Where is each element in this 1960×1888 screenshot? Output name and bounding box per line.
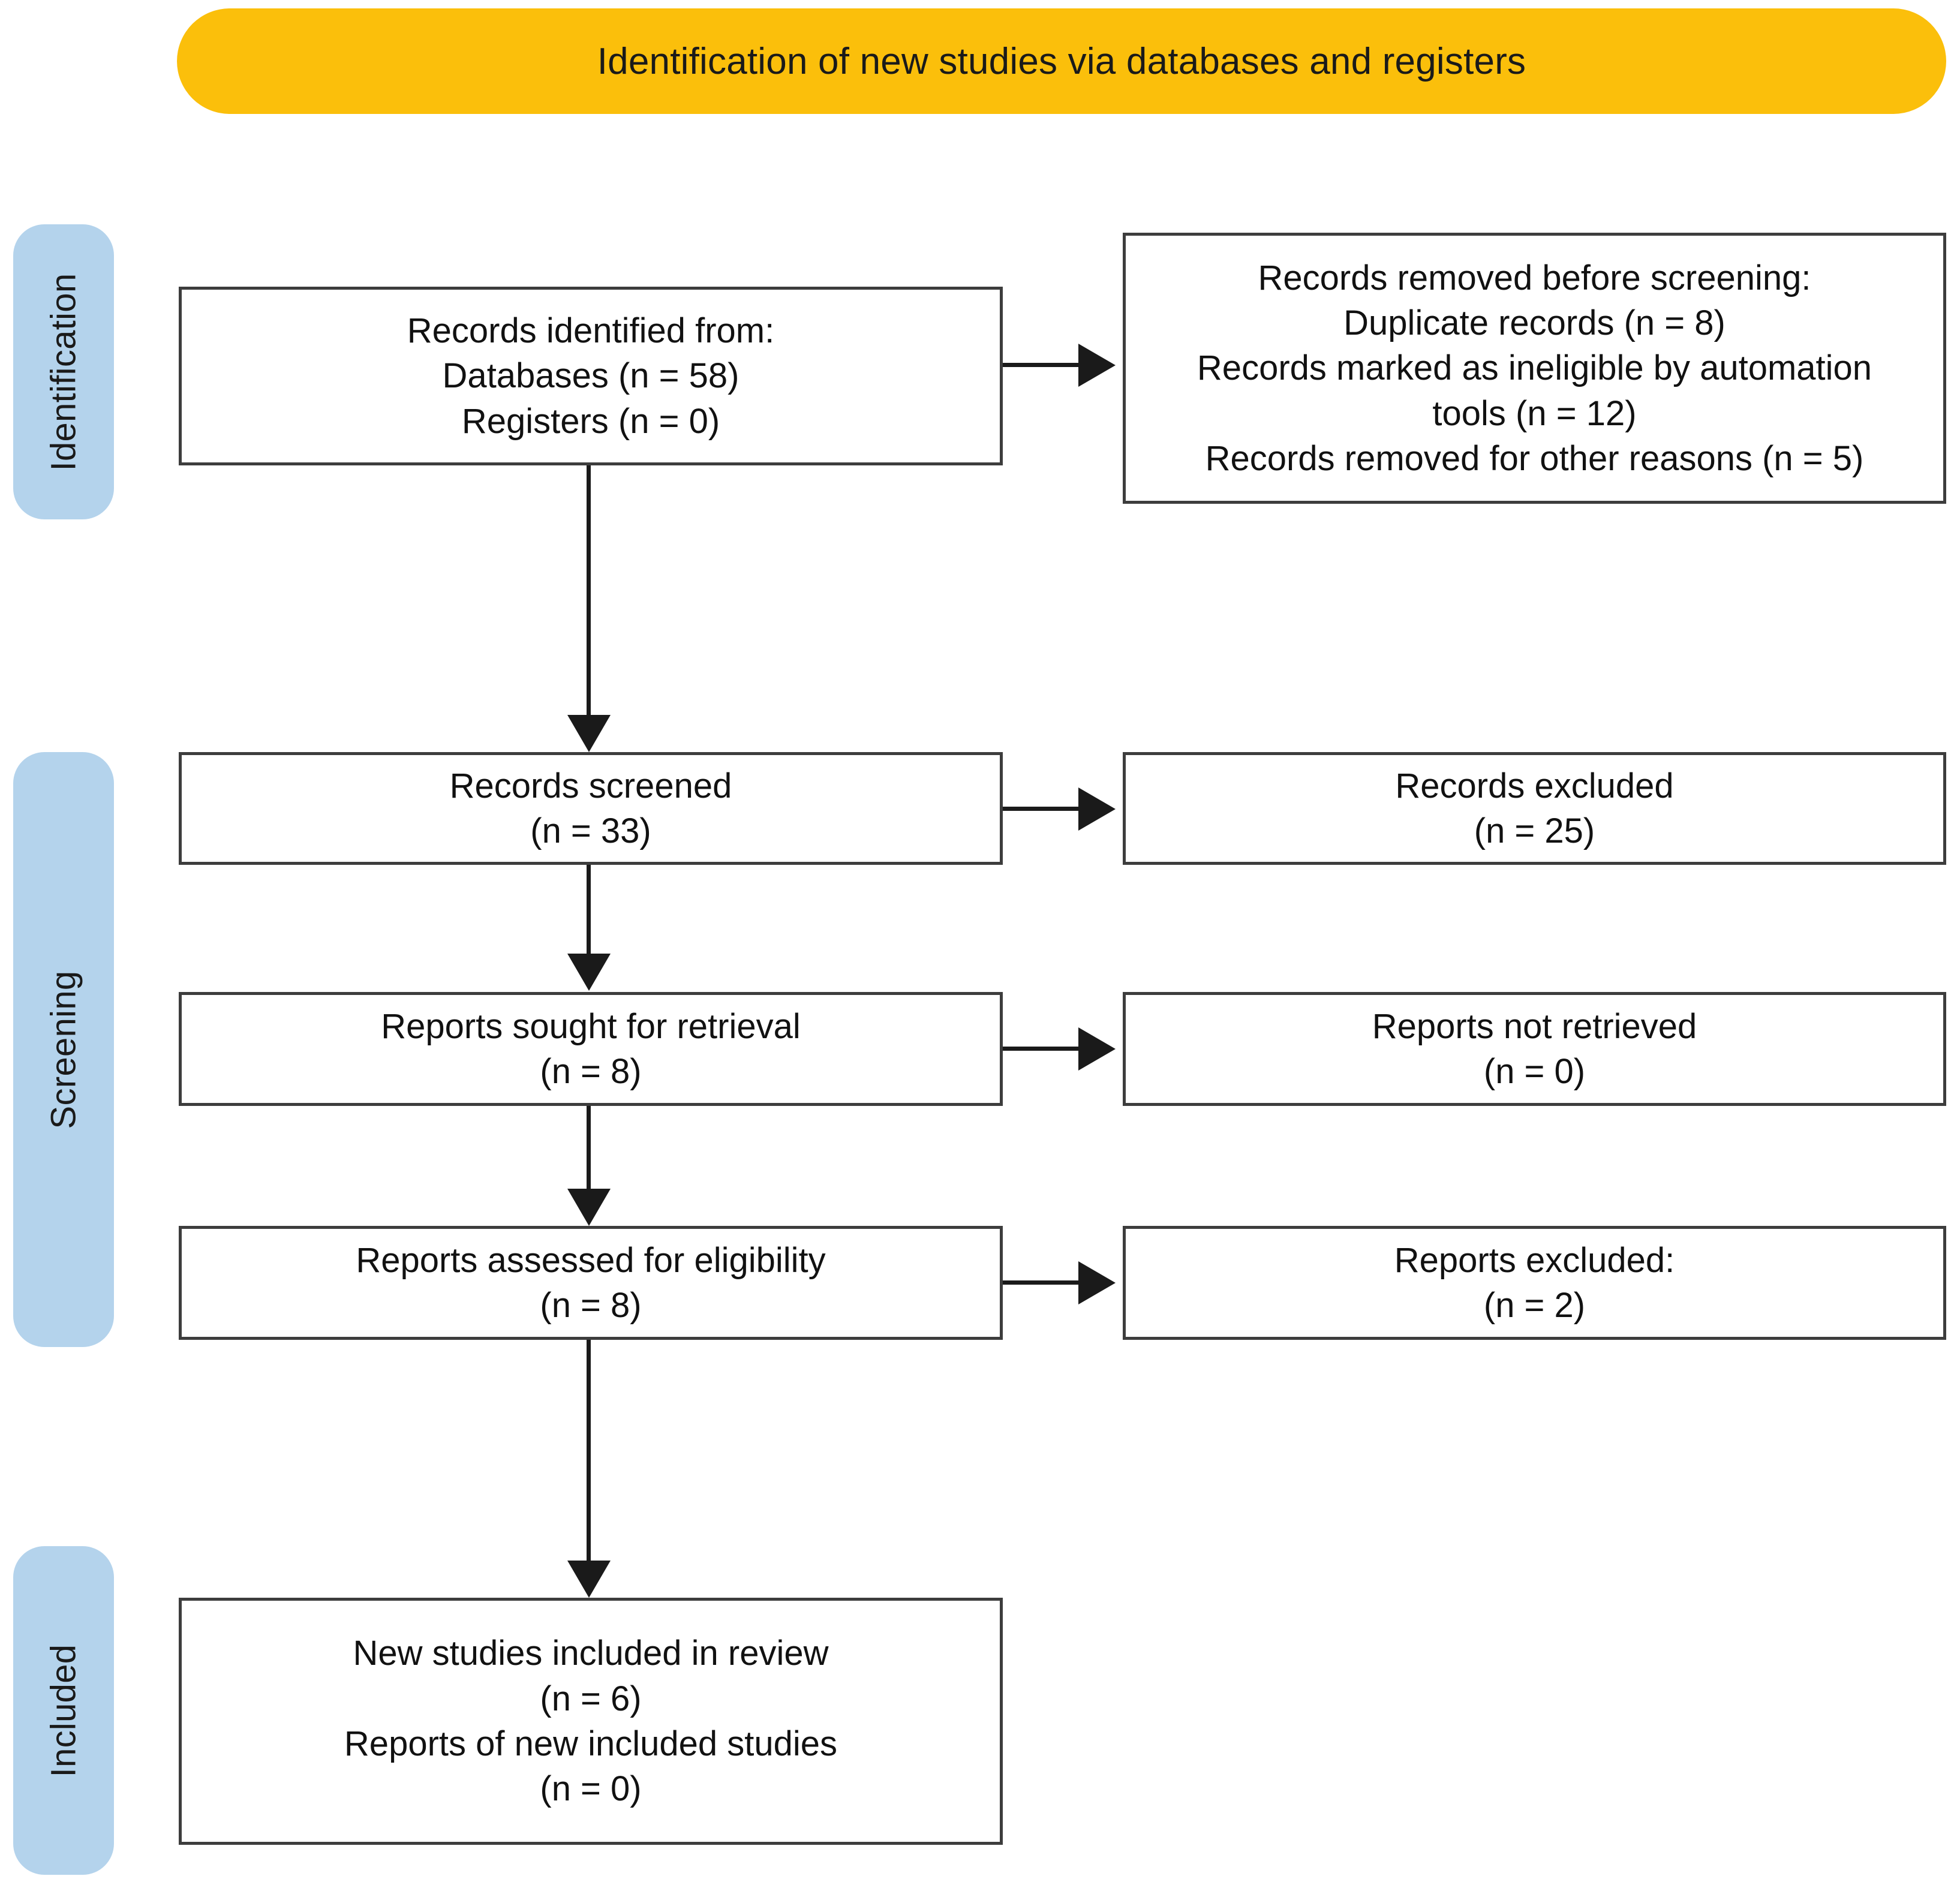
box-line: (n = 25) — [1474, 811, 1595, 850]
box-records-removed-before-screening: Records removed before screening: Duplic… — [1123, 233, 1946, 504]
stage-label-identification: Identification — [13, 224, 114, 519]
box-line: (n = 2) — [1483, 1286, 1586, 1325]
box-line: (n = 33) — [530, 811, 651, 850]
box-line: Reports assessed for eligibility — [356, 1240, 826, 1280]
box-line: Duplicate records (n = 8) — [1343, 303, 1725, 342]
box-line: Reports excluded: — [1394, 1240, 1675, 1280]
connector-line-identified-to-screened — [587, 465, 591, 717]
box-records-screened: Records screened (n = 33) — [179, 752, 1003, 865]
box-line: Records removed for other reasons (n = 5… — [1205, 439, 1864, 479]
box-line: Reports not retrieved — [1372, 1006, 1697, 1046]
connector-line-sought-to-not-retrieved — [1003, 1047, 1080, 1051]
box-line: Records screened — [449, 766, 732, 805]
box-line: Records identified from: — [407, 311, 775, 350]
stage-label-identification-text: Identification — [44, 273, 83, 471]
box-line: Records removed before screening: — [1258, 258, 1811, 297]
arrowhead-right-icon — [1078, 1027, 1116, 1071]
diagram-header-banner: Identification of new studies via databa… — [177, 8, 1946, 114]
connector-line-screened-to-excluded — [1003, 807, 1080, 811]
connector-line-identified-to-removed — [1003, 363, 1080, 367]
stage-label-included-text: Included — [44, 1644, 83, 1777]
box-reports-not-retrieved: Reports not retrieved (n = 0) — [1123, 992, 1946, 1106]
box-line: Registers (n = 0) — [461, 401, 720, 441]
connector-line-assessed-to-reports-excluded — [1003, 1280, 1080, 1285]
arrowhead-down-icon — [567, 954, 611, 991]
arrowhead-right-icon — [1078, 1261, 1116, 1304]
arrowhead-down-icon — [567, 715, 611, 752]
box-line: (n = 0) — [540, 1769, 642, 1809]
arrowhead-down-icon — [567, 1561, 611, 1598]
box-line: (n = 8) — [540, 1286, 642, 1325]
connector-line-screened-to-sought — [587, 865, 591, 956]
diagram-title: Identification of new studies via databa… — [597, 40, 1526, 82]
stage-label-screening-text: Screening — [44, 970, 83, 1129]
connector-line-assessed-to-included — [587, 1340, 591, 1564]
box-records-identified: Records identified from: Databases (n = … — [179, 287, 1003, 465]
box-line: (n = 8) — [540, 1052, 642, 1091]
connector-line-sought-to-assessed — [587, 1106, 591, 1191]
box-line: Databases (n = 58) — [442, 356, 739, 396]
arrowhead-right-icon — [1078, 344, 1116, 387]
box-line: Records marked as ineligible by automati… — [1197, 348, 1872, 388]
box-line: New studies included in review — [353, 1634, 829, 1673]
box-records-excluded: Records excluded (n = 25) — [1123, 752, 1946, 865]
box-reports-excluded: Reports excluded: (n = 2) — [1123, 1226, 1946, 1340]
box-line: (n = 6) — [540, 1679, 642, 1718]
box-line: tools (n = 12) — [1432, 393, 1637, 433]
stage-label-screening: Screening — [13, 752, 114, 1347]
stage-label-included: Included — [13, 1546, 114, 1875]
box-line: Reports of new included studies — [344, 1724, 838, 1763]
arrowhead-down-icon — [567, 1189, 611, 1226]
box-line: Reports sought for retrieval — [381, 1006, 801, 1046]
box-reports-assessed-for-eligibility: Reports assessed for eligibility (n = 8) — [179, 1226, 1003, 1340]
arrowhead-right-icon — [1078, 787, 1116, 831]
box-line: (n = 0) — [1483, 1052, 1586, 1091]
box-reports-sought-for-retrieval: Reports sought for retrieval (n = 8) — [179, 992, 1003, 1106]
box-line: Records excluded — [1395, 766, 1674, 805]
box-new-studies-included: New studies included in review (n = 6) R… — [179, 1598, 1003, 1845]
